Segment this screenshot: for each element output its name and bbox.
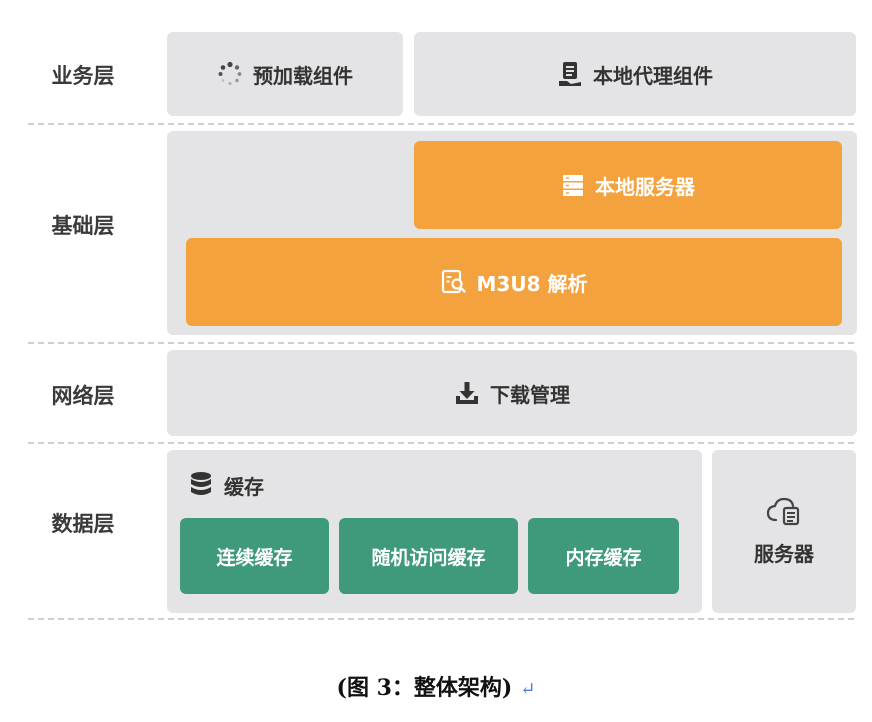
document-search-icon [441,269,467,295]
paragraph-return-icon: ↵ [520,679,536,700]
m3u8-parse-label: M3U8 解析 [476,271,588,296]
layer-label-foundation: 基础层 [51,214,115,238]
divider-4 [28,618,854,620]
local-proxy-component-box: 本地代理组件 [414,32,856,116]
layer-label-data: 数据层 [51,512,115,536]
cache-item-memory: 内存缓存 [528,518,679,594]
layer-label-network: 网络层 [51,384,115,408]
local-server-label: 本地服务器 [595,174,695,199]
server-content: 服务器 [712,450,856,613]
divider-1 [28,123,854,125]
caption-text: (图 3：整体架构) [336,675,513,701]
cache-item-random-access: 随机访问缓存 [339,518,518,594]
cache-item-sequential: 连续缓存 [180,518,329,594]
layer-label-business: 业务层 [51,64,115,88]
database-icon [188,471,214,499]
cloud-server-icon [766,496,802,526]
local-proxy-component-label: 本地代理组件 [593,63,713,88]
server-hand-icon [557,60,583,88]
m3u8-parse-box: M3U8 解析 [186,238,842,326]
divider-3 [28,442,854,444]
figure-caption: (图 3：整体架构) ↵ [0,670,872,702]
server-rack-icon [561,173,585,197]
download-manager-label: 下载管理 [490,382,570,407]
preload-component-box: 预加载组件 [167,32,403,116]
local-server-box: 本地服务器 [414,141,842,229]
server-label: 服务器 [754,542,814,566]
download-manager-box: 下载管理 [167,350,857,436]
divider-2 [28,342,854,344]
server-box [712,450,856,613]
download-icon [454,380,480,406]
cache-header: 缓存 [188,470,264,500]
cache-title: 缓存 [224,474,264,499]
preload-component-label: 预加载组件 [253,63,353,88]
loading-spinner-icon [217,61,243,87]
